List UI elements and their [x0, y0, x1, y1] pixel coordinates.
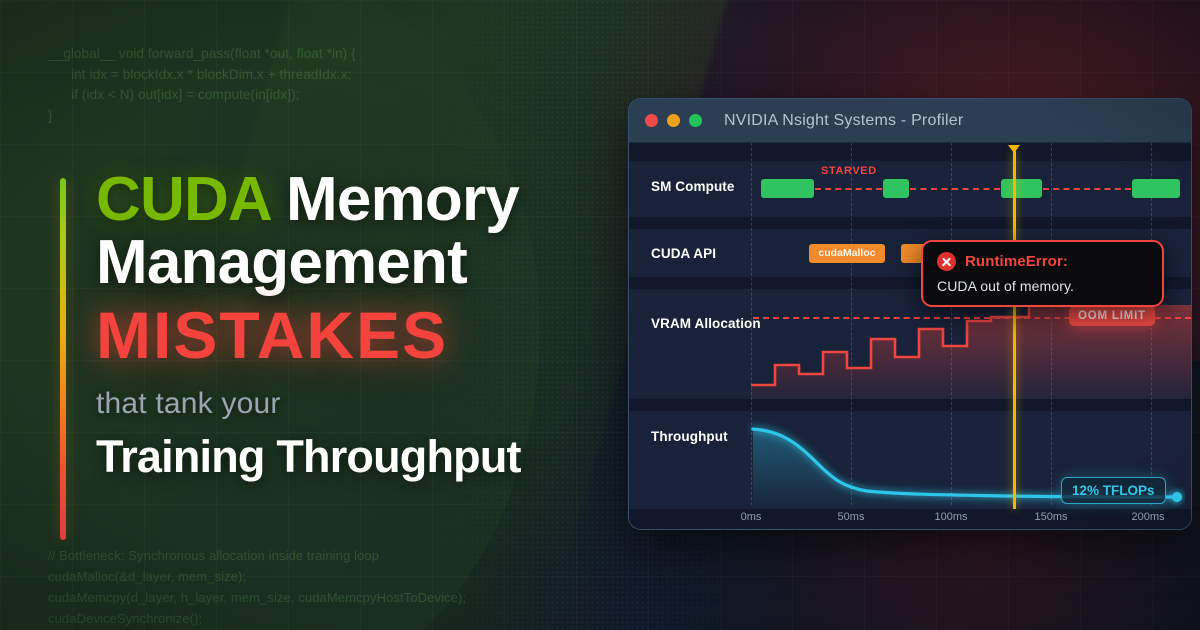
headline-group: CUDA Memory Management MISTAKES that tan… — [96, 168, 656, 484]
background-code-top: __global__ void forward_pass(float *out,… — [48, 44, 356, 126]
sm-starved-gap-3 — [1043, 188, 1131, 190]
headline-subline: that tank your — [96, 384, 656, 424]
error-x-icon — [937, 252, 956, 271]
axis-tick-200ms: 200ms — [1131, 511, 1165, 523]
tooltip-header: RuntimeError: — [937, 252, 1148, 271]
headline-line-5: Training Throughput — [96, 430, 656, 484]
row-label-cuda-api: CUDA API — [651, 246, 717, 261]
axis-row-bg — [629, 509, 1191, 529]
row-divider-1 — [629, 217, 1191, 229]
playhead-line[interactable] — [1013, 151, 1016, 509]
vram-allocation-chart — [751, 303, 1191, 399]
sm-busy-block-1[interactable] — [761, 179, 814, 198]
tooltip-message: CUDA out of memory. — [937, 278, 1075, 294]
minimize-button-icon[interactable] — [667, 114, 680, 127]
axis-tick-0ms: 0ms — [740, 511, 762, 523]
starved-label: STARVED — [821, 165, 877, 177]
oom-limit-dashed-line — [753, 317, 1191, 319]
throughput-endpoint-marker — [1172, 492, 1182, 502]
row-label-throughput: Throughput — [651, 429, 728, 444]
row-label-sm-compute: SM Compute — [651, 179, 735, 194]
headline-memory-word: Memory — [270, 165, 520, 234]
window-title-bar[interactable]: NVIDIA Nsight Systems - Profiler — [629, 99, 1191, 143]
background-code-bottom: // Bottleneck: Synchronous allocation in… — [48, 545, 466, 629]
sm-busy-block-3[interactable] — [1001, 179, 1042, 198]
sm-busy-block-4[interactable] — [1132, 179, 1180, 198]
tooltip-title: RuntimeError: — [965, 253, 1068, 270]
playhead-marker-icon[interactable] — [1008, 145, 1020, 153]
cuda-api-block-malloc[interactable]: cudaMalloc — [809, 244, 885, 263]
row-label-vram: VRAM Allocation — [651, 316, 761, 331]
axis-tick-150ms: 150ms — [1034, 511, 1068, 523]
timeline-ruler-row — [629, 143, 1191, 161]
accent-gradient-bar — [60, 178, 66, 540]
maximize-button-icon[interactable] — [689, 114, 702, 127]
axis-tick-100ms: 100ms — [934, 511, 968, 523]
profiler-window: NVIDIA Nsight Systems - Profiler SM C — [628, 98, 1192, 530]
sm-busy-block-2[interactable] — [883, 179, 909, 198]
timeline-body: SM Compute STARVED CUDA API cudaMalloc F… — [629, 143, 1191, 529]
headline-cuda-word: CUDA — [96, 165, 270, 234]
sm-starved-gap-1 — [815, 188, 882, 190]
oom-limit-badge: OOM LIMIT — [1069, 306, 1155, 326]
window-title: NVIDIA Nsight Systems - Profiler — [724, 112, 963, 130]
runtime-error-tooltip: RuntimeError: CUDA out of memory. — [921, 240, 1164, 307]
axis-tick-50ms: 50ms — [837, 511, 865, 523]
row-divider-3 — [629, 399, 1191, 411]
headline-line-3-mistakes: MISTAKES — [96, 298, 656, 372]
headline-line-2: Management — [96, 230, 656, 296]
sm-starved-gap-2 — [910, 188, 1000, 190]
vram-area-fill — [751, 305, 1191, 399]
headline-line-1: CUDA Memory — [96, 168, 656, 232]
close-button-icon[interactable] — [645, 114, 658, 127]
vram-staircase-line — [751, 303, 1059, 387]
tflops-badge: 12% TFLOPs — [1061, 477, 1166, 504]
